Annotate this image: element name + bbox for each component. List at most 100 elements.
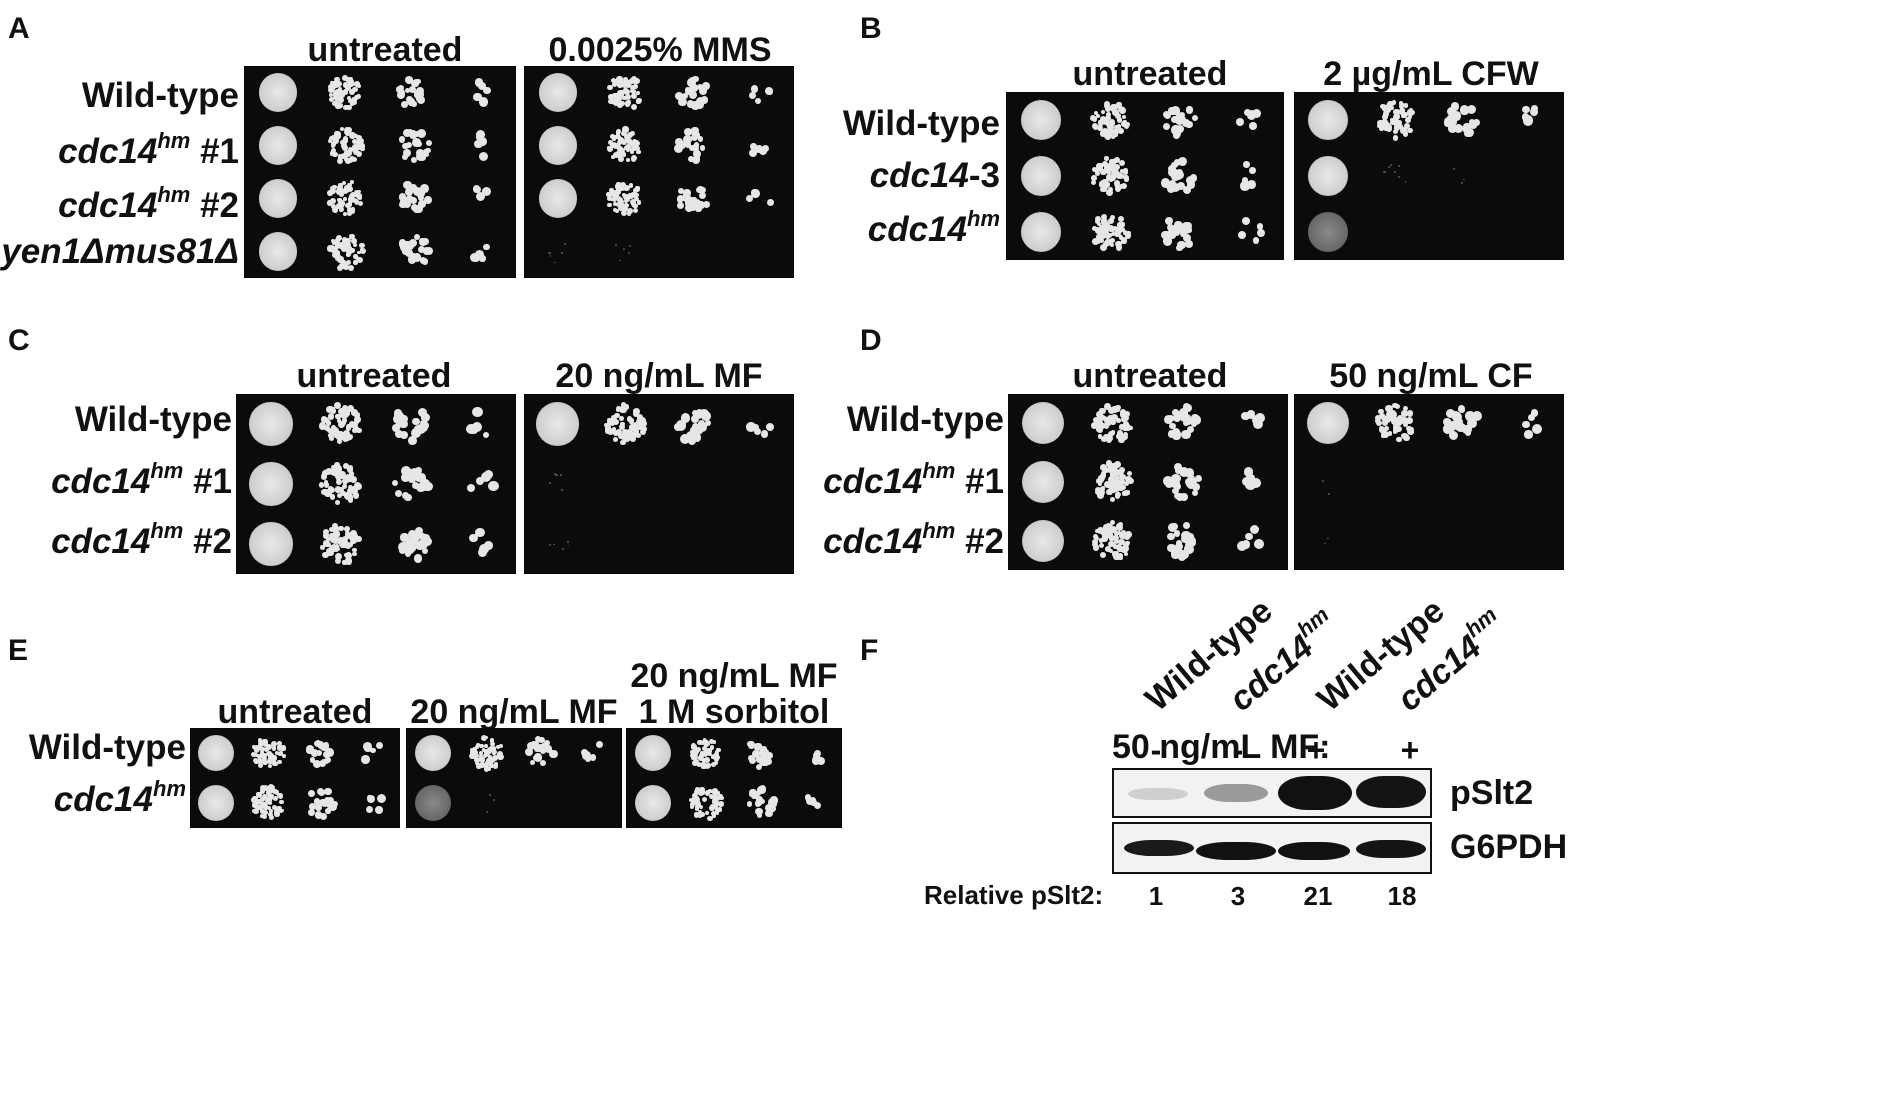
yeast-colony xyxy=(750,143,757,150)
yeast-colony xyxy=(492,763,499,769)
yeast-colony xyxy=(712,803,718,809)
yeast-colony xyxy=(696,98,703,104)
yeast-colony xyxy=(620,90,625,95)
yeast-colony xyxy=(1393,109,1400,116)
yeast-colony xyxy=(1322,480,1325,483)
panel-c-plate-untreated xyxy=(236,394,516,574)
yeast-colony xyxy=(682,135,692,145)
yeast-colony xyxy=(401,541,408,549)
yeast-colony xyxy=(262,739,268,745)
yeast-colony xyxy=(709,745,715,750)
yeast-colony xyxy=(325,541,331,548)
yeast-colony xyxy=(1115,475,1121,481)
yeast-colony xyxy=(351,536,358,543)
yeast-colony xyxy=(1175,540,1183,548)
yeast-colony xyxy=(348,81,353,86)
yeast-colony xyxy=(621,152,627,158)
yeast-colony xyxy=(479,762,485,768)
yeast-colony xyxy=(693,758,700,765)
yeast-colony xyxy=(323,529,329,535)
yeast-colony xyxy=(699,191,706,199)
yeast-colony xyxy=(339,192,345,198)
yeast-colony xyxy=(1252,236,1260,244)
yeast-colony xyxy=(693,795,699,801)
yeast-colony xyxy=(1450,102,1460,111)
yeast-colony xyxy=(484,469,494,480)
yeast-colony xyxy=(617,151,624,157)
yeast-colony xyxy=(524,748,533,757)
yeast-colony xyxy=(1115,494,1121,500)
yeast-colony xyxy=(422,151,429,158)
yeast-colony xyxy=(259,808,266,815)
yeast-colony xyxy=(485,811,488,814)
yeast-colony xyxy=(320,473,328,480)
yeast-colony xyxy=(611,190,618,197)
yeast-colony xyxy=(755,796,761,802)
yeast-colony xyxy=(425,147,431,154)
yeast-colony xyxy=(620,130,627,137)
panel-b-header-treatment: 2 µg/mL CFW xyxy=(1323,55,1539,93)
yeast-colony xyxy=(492,755,499,762)
yeast-colony xyxy=(1173,530,1181,537)
yeast-colony xyxy=(338,103,343,108)
yeast-colony xyxy=(624,207,629,212)
yeast-colony xyxy=(567,541,570,544)
yeast-colony xyxy=(266,790,271,795)
yeast-colony xyxy=(1104,101,1111,108)
yeast-colony xyxy=(495,753,502,760)
yeast-colony xyxy=(1096,427,1101,432)
yeast-colony xyxy=(1099,543,1105,549)
yeast-colony xyxy=(633,422,640,429)
yeast-colony xyxy=(1116,523,1124,531)
yeast-colony xyxy=(402,128,411,137)
yeast-colony xyxy=(349,476,357,484)
yeast-colony xyxy=(1112,225,1118,231)
yeast-spot-lawn xyxy=(249,462,293,506)
yeast-colony xyxy=(336,80,343,87)
yeast-colony xyxy=(700,764,706,769)
yeast-colony xyxy=(492,751,497,755)
yeast-colony xyxy=(414,526,423,535)
yeast-colony xyxy=(1182,413,1192,423)
yeast-colony xyxy=(277,760,282,765)
yeast-colony xyxy=(1091,167,1098,173)
yeast-colony xyxy=(1243,161,1250,168)
yeast-colony xyxy=(607,145,613,152)
yeast-colony xyxy=(330,406,336,412)
yeast-colony xyxy=(634,196,639,202)
yeast-spot-lawn xyxy=(415,735,451,771)
yeast-colony xyxy=(265,744,272,751)
yeast-colony xyxy=(629,244,631,247)
yeast-colony xyxy=(755,756,763,764)
yeast-colony xyxy=(251,744,257,750)
yeast-colony xyxy=(688,90,697,99)
yeast-colony xyxy=(1110,525,1117,533)
yeast-colony xyxy=(614,412,620,419)
yeast-colony xyxy=(1241,412,1250,421)
yeast-colony xyxy=(751,749,761,759)
yeast-colony xyxy=(1454,417,1463,427)
yeast-colony xyxy=(1103,166,1108,171)
yeast-colony xyxy=(589,754,597,761)
yeast-colony xyxy=(356,151,363,158)
yeast-colony xyxy=(697,201,706,209)
yeast-colony xyxy=(348,541,354,547)
yeast-colony xyxy=(634,78,640,84)
yeast-colony xyxy=(705,811,710,816)
yeast-colony xyxy=(266,806,271,811)
yeast-colony xyxy=(343,463,350,470)
yeast-colony xyxy=(323,482,330,488)
yeast-colony xyxy=(748,148,758,158)
yeast-colony xyxy=(342,536,349,542)
yeast-colony xyxy=(1095,219,1101,225)
panel-e-row-label: Wild-type xyxy=(28,728,186,767)
yeast-colony xyxy=(539,759,547,767)
yeast-colony xyxy=(717,793,722,798)
yeast-colony xyxy=(1392,402,1398,409)
yeast-colony xyxy=(399,200,407,209)
yeast-colony xyxy=(1100,109,1106,115)
yeast-colony xyxy=(684,141,692,148)
yeast-colony xyxy=(344,185,350,191)
yeast-colony xyxy=(357,189,362,194)
yeast-colony xyxy=(315,750,322,757)
